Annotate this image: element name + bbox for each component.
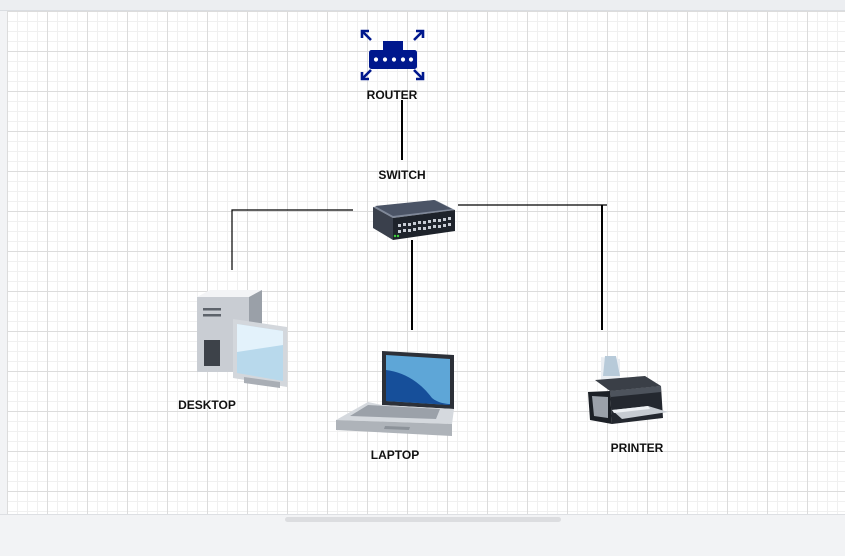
top-toolbar-strip	[0, 0, 845, 11]
printer-label[interactable]: PRINTER	[610, 441, 664, 455]
horizontal-scrollbar[interactable]	[285, 517, 561, 522]
router-icon[interactable]	[360, 29, 425, 81]
desktop-computer-icon[interactable]	[197, 290, 287, 388]
switch-label[interactable]: SWITCH	[378, 168, 426, 182]
router-label[interactable]: ROUTER	[366, 88, 418, 102]
printer-icon[interactable]	[588, 356, 668, 424]
connector-switch-desktop[interactable]	[231, 209, 353, 270]
network-switch-icon[interactable]	[373, 200, 455, 240]
desktop-label[interactable]: DESKTOP	[178, 398, 236, 412]
laptop-label[interactable]: LAPTOP	[370, 448, 420, 462]
laptop-icon[interactable]	[336, 351, 454, 436]
